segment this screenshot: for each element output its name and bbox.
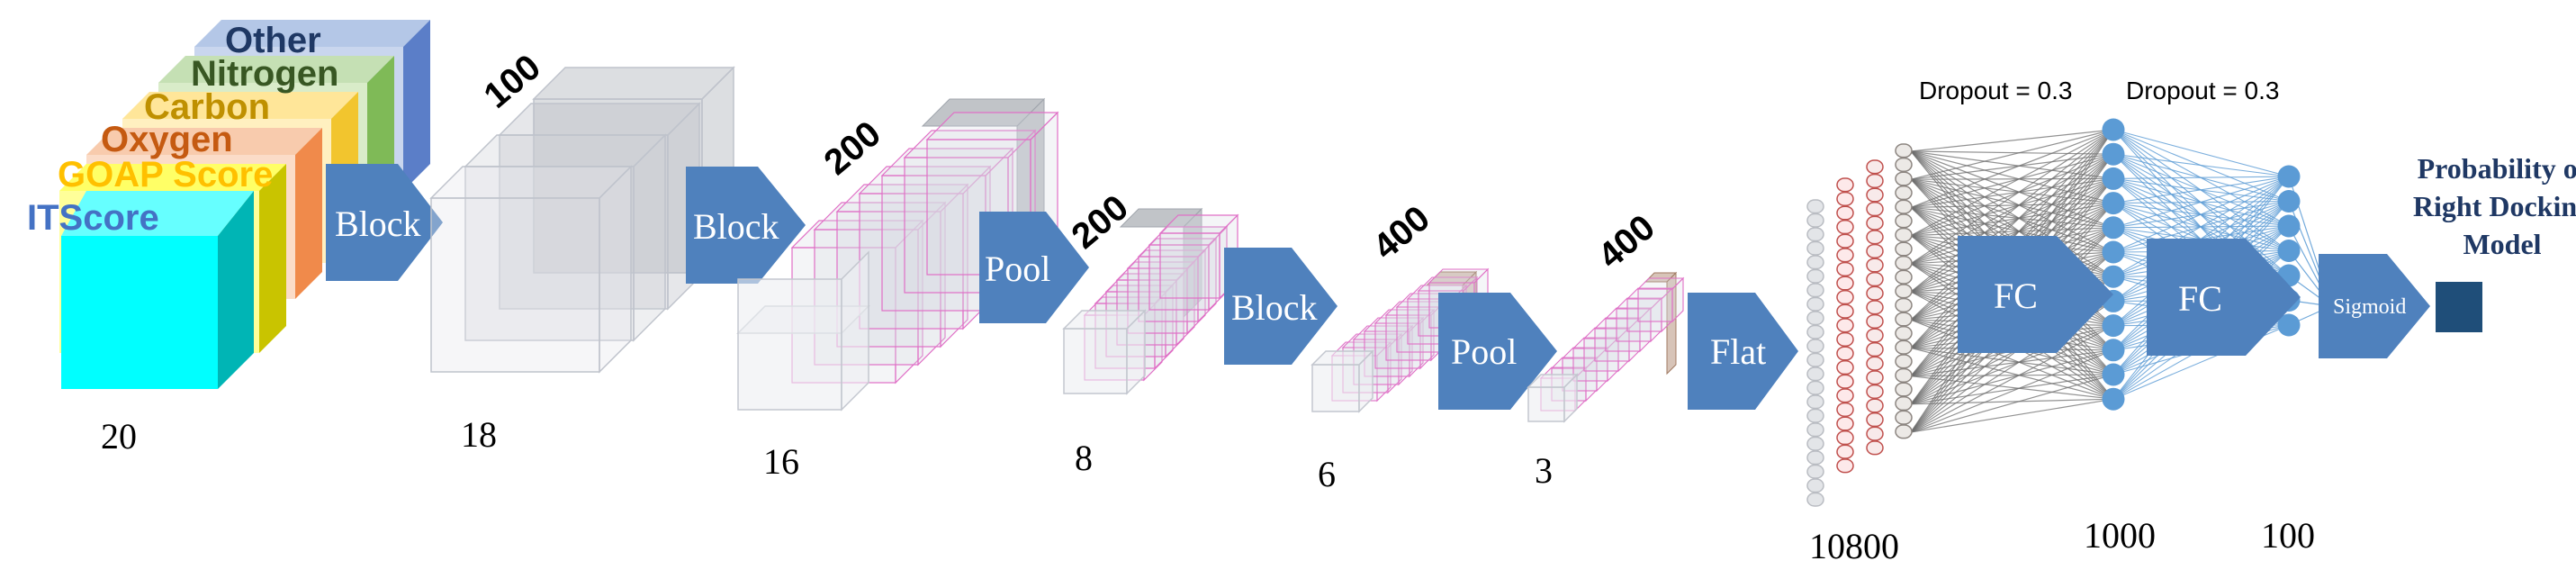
channel-label-oxygen: Oxygen bbox=[101, 120, 233, 159]
channel-label-goap-score: GOAP Score bbox=[58, 155, 273, 194]
neuron bbox=[2102, 363, 2125, 386]
feature-slice bbox=[1148, 225, 1229, 312]
neuron bbox=[2277, 313, 2301, 337]
dropout-label-1: Dropout = 0.3 bbox=[1919, 77, 2072, 104]
neuron bbox=[2277, 240, 2301, 262]
flatten-column bbox=[1806, 199, 1824, 507]
output-node bbox=[2436, 282, 2482, 332]
feature-map-5 bbox=[1527, 271, 1685, 423]
hidden-layer-1 bbox=[2102, 118, 2125, 411]
flatten-vector-columns bbox=[1806, 143, 1913, 507]
block-op-2: Block bbox=[686, 167, 806, 284]
feature-slice bbox=[1636, 276, 1685, 323]
dropout-label-2: Dropout = 0.3 bbox=[2126, 77, 2279, 104]
pool-op-2-label: Pool bbox=[1451, 331, 1517, 372]
neuron bbox=[2102, 265, 2125, 288]
sigmoid-op: Sigmoid bbox=[2319, 254, 2430, 358]
neuron bbox=[2102, 240, 2125, 264]
neuron bbox=[2102, 314, 2125, 338]
block-op-1-label: Block bbox=[335, 204, 421, 244]
block-op-3-label: Block bbox=[1231, 287, 1318, 328]
hidden-layer-2-size: 100 bbox=[2261, 515, 2315, 556]
channel-label-nitrogen: Nitrogen bbox=[191, 54, 338, 94]
output-label: Probability of Right Docking Model bbox=[2413, 152, 2576, 260]
flatten-column bbox=[1895, 143, 1913, 439]
feature-map-4-size: 6 bbox=[1318, 454, 1336, 494]
feature-slice bbox=[1137, 237, 1218, 323]
feature-slice bbox=[1604, 306, 1653, 353]
neuron bbox=[2102, 142, 2125, 166]
flatten-column bbox=[1866, 159, 1884, 456]
output-label-line2: Right Docking bbox=[2413, 190, 2576, 222]
fc-op-2-label: FC bbox=[2178, 278, 2222, 319]
feature-map-4-depth: 400 bbox=[1366, 198, 1437, 267]
neuron bbox=[2102, 192, 2125, 215]
feature-map-5-size: 3 bbox=[1535, 450, 1553, 491]
feature-slice bbox=[1126, 249, 1207, 335]
feature-map-1-size: 18 bbox=[461, 414, 497, 455]
input-channel-labels: Other Nitrogen Carbon Oxygen GOAP Score … bbox=[27, 21, 338, 238]
feature-map-4 bbox=[1311, 267, 1490, 413]
channel-label-carbon: Carbon bbox=[144, 87, 270, 127]
feature-map-3-size: 8 bbox=[1075, 438, 1093, 478]
sigmoid-op-label: Sigmoid bbox=[2333, 295, 2406, 319]
pool-op-1-label: Pool bbox=[985, 249, 1050, 289]
block-op-2-label: Block bbox=[693, 206, 779, 247]
feature-map-1 bbox=[429, 66, 735, 374]
neuron bbox=[2277, 165, 2301, 188]
neuron bbox=[2277, 190, 2301, 213]
feature-map-5-depth: 400 bbox=[1591, 207, 1662, 276]
fc-op-1-label: FC bbox=[1994, 276, 2038, 316]
block-op-3: Block bbox=[1224, 248, 1338, 365]
input-size-label: 20 bbox=[101, 416, 137, 457]
neuron bbox=[2102, 339, 2125, 362]
flatten-size-label: 10800 bbox=[1809, 526, 1899, 566]
neuron bbox=[2102, 216, 2125, 240]
neuron bbox=[2277, 214, 2301, 238]
pool-op-1: Pool bbox=[979, 212, 1089, 323]
pool-op-2: Pool bbox=[1438, 293, 1557, 410]
neuron bbox=[2102, 167, 2125, 190]
fc-op-2: FC bbox=[2147, 239, 2301, 356]
feature-map-3-depth: 200 bbox=[1065, 187, 1136, 257]
flatten-column bbox=[1836, 177, 1854, 474]
output-label-line1: Probability of bbox=[2418, 152, 2576, 185]
flat-op: Flat bbox=[1688, 293, 1798, 410]
channel-label-other: Other bbox=[225, 21, 321, 60]
hidden-layer-1-size: 1000 bbox=[2084, 515, 2156, 556]
neuron bbox=[2102, 387, 2125, 411]
output-label-line3: Model bbox=[2463, 228, 2541, 260]
channel-label-itscore: ITScore bbox=[27, 198, 159, 238]
fc-op-1: FC bbox=[1958, 236, 2113, 353]
feature-slice bbox=[1374, 308, 1436, 370]
flat-op-label: Flat bbox=[1710, 331, 1766, 372]
block-op-1: Block bbox=[326, 164, 443, 281]
neuron bbox=[2102, 118, 2125, 141]
feature-map-3 bbox=[1062, 207, 1239, 395]
feature-map-2-size: 16 bbox=[763, 441, 799, 482]
feature-map-2-depth: 200 bbox=[817, 113, 888, 183]
